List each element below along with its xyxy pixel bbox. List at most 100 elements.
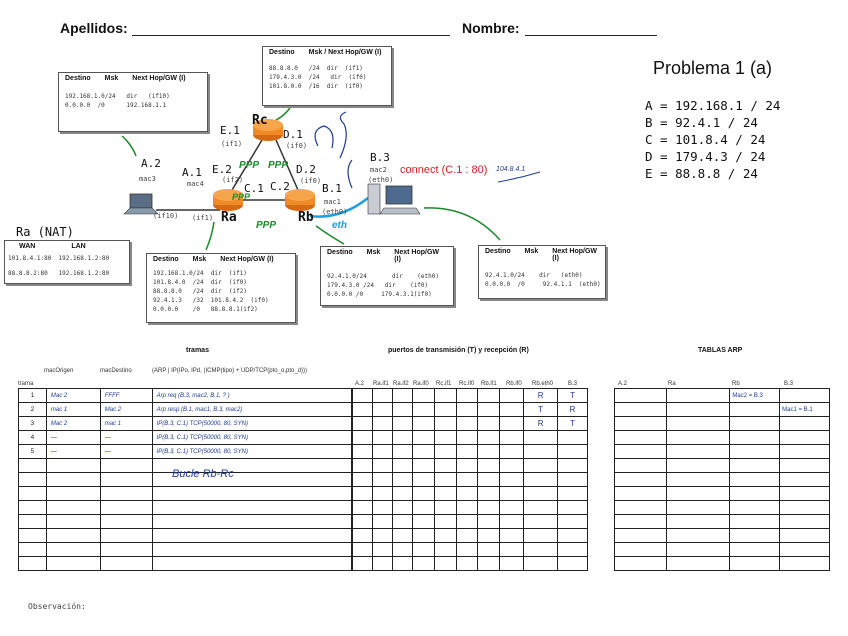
port-cell <box>433 430 457 445</box>
table-row <box>352 458 588 473</box>
col-msk-nexthop: Msk / Next Hop/GW (I) <box>308 49 382 56</box>
arp-cell: Mac1 = B.1 <box>779 402 830 417</box>
loop-note: Bucle Rb-Rc <box>172 468 234 480</box>
arp-cell <box>665 430 731 445</box>
route-row: 179.4.3.0 /24 dir (if0) <box>327 282 429 289</box>
col-msk: Msk <box>192 256 207 263</box>
port-cell <box>455 514 479 529</box>
address-a: A = 192.168.1 / 24 <box>645 98 781 113</box>
col-destino: Destino <box>485 248 511 255</box>
arrow-to-ra <box>205 221 215 251</box>
port-cell: T <box>557 416 588 431</box>
port-cell <box>433 556 457 571</box>
port-cell <box>433 402 457 417</box>
port-col-a2: A.2 <box>355 381 365 387</box>
port-cell <box>352 542 373 557</box>
table-row <box>614 430 830 445</box>
arp-cell <box>614 500 667 515</box>
table-row <box>352 514 588 529</box>
port-cell <box>523 444 559 459</box>
port-cell <box>499 458 525 473</box>
col-nexthop: Next Hop/GW (I) <box>220 256 274 263</box>
port-cell <box>477 500 501 515</box>
link-rb-hostb <box>309 197 369 218</box>
link-ra-rc <box>231 139 263 191</box>
topology-diagram <box>121 107 541 251</box>
port-cell <box>411 402 435 417</box>
arp-cell <box>779 458 830 473</box>
frame-number-cell: 5 <box>18 444 47 459</box>
frame-content-cell <box>151 500 353 515</box>
mac-origen-cell <box>45 472 101 487</box>
arp-cell <box>665 514 731 529</box>
nat-row: 101.8.4.1:80 192.168.1.2:80 <box>8 255 110 262</box>
port-cell <box>411 500 435 515</box>
port-cell <box>523 458 559 473</box>
nat-title: Ra (NAT) <box>16 225 74 239</box>
col-nexthop: Next Hop/GW (I) <box>394 249 440 263</box>
frame-content-cell <box>151 528 353 543</box>
port-cell <box>352 458 373 473</box>
label-if0-rc: (if0) <box>286 142 308 150</box>
port-cell <box>557 542 588 557</box>
arrow-to-hostb <box>423 207 501 241</box>
arp-cell <box>729 542 781 557</box>
port-cell <box>499 556 525 571</box>
port-cell <box>499 486 525 501</box>
table-row <box>614 444 830 459</box>
mac-origen-cell <box>45 486 101 501</box>
port-cell <box>499 416 525 431</box>
port-cell <box>391 514 413 529</box>
ppp-label-2: PPP <box>268 160 289 171</box>
loop-arrow-1 <box>314 125 334 149</box>
frame-number-cell <box>18 556 47 571</box>
label-mac4: mac4 <box>187 180 204 188</box>
mac-destino-cell <box>99 486 153 501</box>
mac-destino-cell <box>99 556 153 571</box>
label-mac2: mac2 <box>370 166 387 174</box>
port-cell <box>371 388 393 403</box>
port-cell <box>455 388 479 403</box>
port-cell <box>433 388 457 403</box>
port-cell <box>477 542 501 557</box>
port-cell <box>557 458 588 473</box>
arp-cell <box>779 430 830 445</box>
port-cell <box>523 542 559 557</box>
router-rb-icon <box>285 189 315 211</box>
port-cell <box>391 402 413 417</box>
port-cell <box>499 528 525 543</box>
arp-cell <box>729 444 781 459</box>
port-cell <box>371 416 393 431</box>
router-ra-icon <box>213 189 243 211</box>
table-row: 5——IP(B.3, C.1) TCP(50000, 80, SYN) <box>18 444 353 459</box>
label-rb: Rb <box>298 210 314 225</box>
port-cell <box>433 542 457 557</box>
frame-number-cell <box>18 458 47 473</box>
port-cell <box>455 402 479 417</box>
port-cell <box>352 556 373 571</box>
port-cell <box>499 444 525 459</box>
port-cell <box>391 458 413 473</box>
table-row <box>352 542 588 557</box>
table-row <box>614 528 830 543</box>
label-if10: (if10) <box>153 212 179 220</box>
desktop-icon <box>367 183 421 215</box>
port-cell <box>477 430 501 445</box>
table-row <box>352 430 588 445</box>
route-row: 0.0.0.0 /0 88.8.8.1(if2) <box>153 306 258 313</box>
arp-cell <box>729 472 781 487</box>
mac-origen-cell: mac 1 <box>45 402 101 417</box>
port-cell <box>371 556 393 571</box>
port-cell <box>391 500 413 515</box>
address-c: C = 101.8.4 / 24 <box>645 132 766 147</box>
label-d2: D.2 <box>296 163 316 176</box>
frame-number-cell <box>18 472 47 487</box>
address-d: D = 179.4.3 / 24 <box>645 149 766 164</box>
observacion-label: Observación: <box>28 602 86 611</box>
address-b: B = 92.4.1 / 24 <box>645 115 758 130</box>
port-cell <box>499 542 525 557</box>
arp-cell <box>614 388 667 403</box>
port-col-ra-if0: Ra.if0 <box>413 381 429 387</box>
mac-origen-cell <box>45 528 101 543</box>
